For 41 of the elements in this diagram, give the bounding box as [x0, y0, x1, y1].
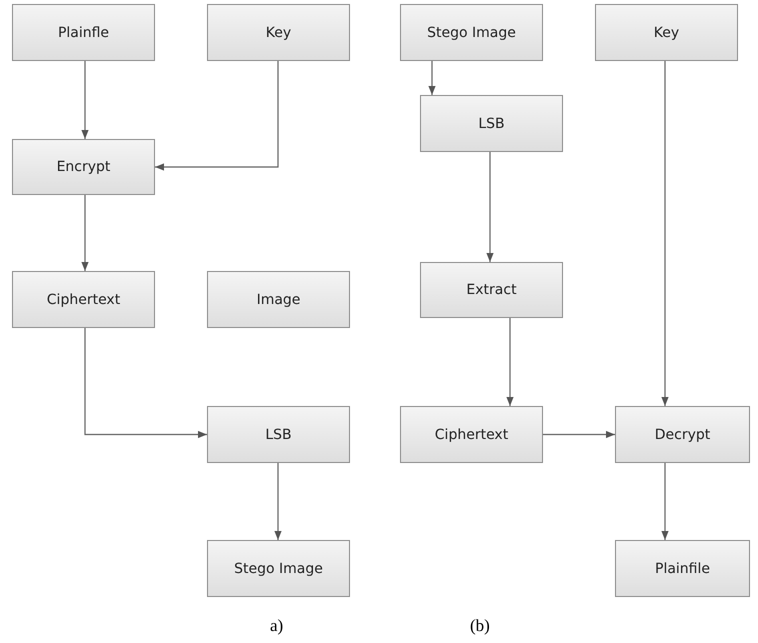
box-label: Plainfile: [655, 560, 710, 576]
arrow: [84, 328, 207, 438]
process-box: [12, 271, 155, 328]
box-label: Encrypt: [56, 159, 110, 175]
process-box: [615, 540, 750, 597]
arrow: [543, 430, 615, 438]
box-label: Plainfle: [58, 24, 110, 40]
process-box: [12, 139, 155, 195]
process-box: [207, 271, 350, 328]
box-label: Ciphertext: [46, 292, 120, 308]
arrow: [81, 61, 89, 139]
box-label: Key: [654, 24, 680, 40]
arrow: [428, 61, 436, 95]
process-box: [207, 406, 350, 463]
process-box: [207, 540, 350, 597]
arrow: [155, 61, 279, 171]
process-box: [12, 4, 155, 61]
arrow: [81, 195, 89, 271]
process-box: [420, 262, 563, 318]
panel-caption: (b): [470, 616, 490, 636]
arrow: [506, 318, 514, 406]
box-label: Stego Image: [234, 560, 323, 576]
box-label: Ciphertext: [434, 426, 508, 442]
process-box: [207, 4, 350, 61]
process-box: [400, 4, 543, 61]
box-label: Image: [256, 292, 300, 308]
box-label: Key: [266, 24, 292, 40]
box-label: Decrypt: [654, 426, 710, 442]
process-box: [400, 406, 543, 463]
process-box: [615, 406, 750, 463]
box-label: Stego Image: [427, 24, 516, 40]
box-label: LSB: [265, 426, 292, 442]
panel-caption: a): [270, 616, 284, 636]
arrow: [274, 463, 282, 540]
box-label: Extract: [466, 282, 517, 298]
arrow: [661, 463, 669, 540]
box-label: LSB: [478, 116, 505, 132]
arrow: [661, 61, 669, 406]
process-box: [420, 95, 563, 152]
process-box: [595, 4, 738, 61]
arrow: [486, 152, 494, 262]
